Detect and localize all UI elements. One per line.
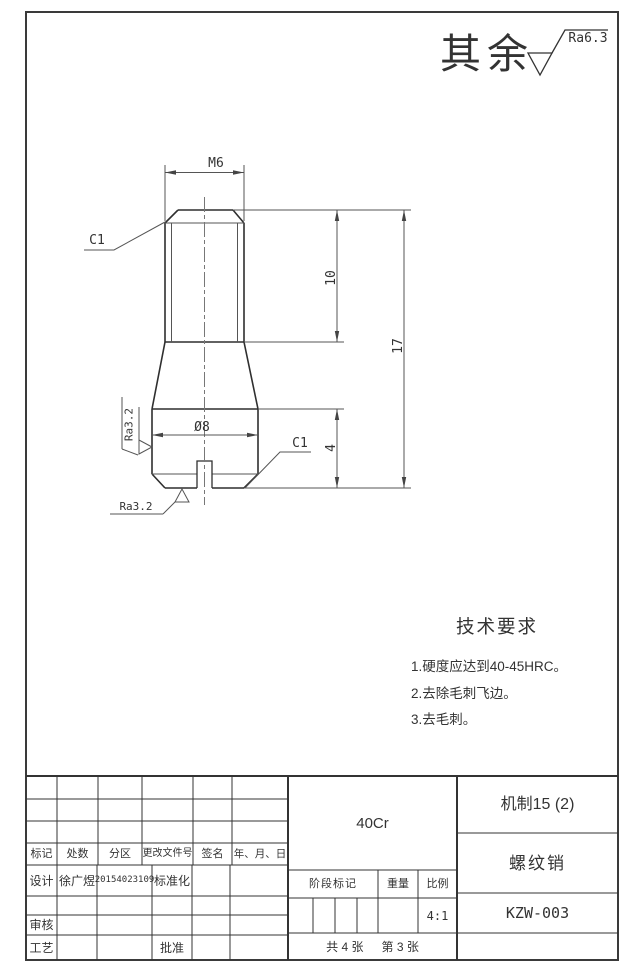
process-label: 工艺: [29, 940, 54, 955]
tech-req-title: 技术要求: [455, 615, 538, 637]
title-block-grid: [26, 775, 618, 960]
tech-req-item-3: 3.去毛刺。: [411, 712, 477, 728]
rev-header-doc-no: 更改文件号: [142, 848, 193, 859]
tech-req-item-1: 1.硬度应达到40-45HRC。: [411, 659, 568, 675]
sheets-total: 共 4 张: [326, 939, 364, 954]
chamfer-top-label: C1: [89, 232, 105, 248]
surface-note-symbol: [526, 29, 608, 77]
dimension-arrowheads: [152, 170, 407, 488]
material-value: 40Cr: [356, 814, 389, 832]
class-name: 机制15 (2): [500, 795, 575, 813]
approval-label: 批准: [159, 940, 184, 955]
chamfer-bottom-label: C1: [292, 435, 308, 451]
dim-head-length: 4: [323, 444, 339, 452]
sheet-count-row: 共 4 张 第 3 张: [288, 933, 457, 960]
sheet-number: 第 3 张: [381, 939, 419, 954]
c1-bottom-leader: [244, 451, 311, 489]
dim-head-diameter: Ø8: [194, 419, 210, 435]
tech-req-item-2: 2.去除毛刺飞边。: [411, 686, 517, 702]
design-label: 设计: [29, 873, 54, 888]
designer-name: 徐广煜: [58, 873, 95, 888]
roughness-bottom-label: Ra3.2: [119, 500, 153, 513]
roughness-symbol-bottom: [110, 487, 190, 515]
part-name: 螺纹销: [509, 853, 566, 873]
scale-value: 4:1: [426, 908, 449, 923]
c1-top-leader: [84, 221, 166, 251]
rev-header-mark: 标记: [30, 847, 53, 860]
dimension-lines: [152, 165, 411, 489]
roughness-side-label: Ra3.2: [122, 407, 136, 442]
drawing-number: KZW-003: [505, 903, 570, 922]
standardization-label: 标准化: [153, 873, 190, 888]
thread-minor-lines: [171, 223, 238, 342]
rev-header-zone: 分区: [109, 847, 131, 860]
rev-header-count: 处数: [66, 847, 89, 860]
roughness-check-icon: [526, 52, 554, 77]
scale-label: 比例: [426, 877, 449, 890]
review-label: 审核: [29, 918, 54, 932]
surface-note-roughness: Ra6.3: [568, 30, 608, 46]
dim-thread: M6: [208, 155, 224, 171]
designer-id: 20154023109: [94, 875, 155, 885]
chamfer-leaders: [84, 221, 311, 489]
stage-mark-label: 阶段标记: [309, 877, 357, 890]
dim-total-length: 17: [390, 338, 406, 354]
surface-note-prefix: 其余: [440, 30, 534, 77]
rev-header-date: 年、月、日: [233, 847, 287, 860]
weight-label: 重量: [387, 877, 409, 890]
sheet-frame: [25, 11, 619, 961]
ext-lines-m6: [164, 165, 245, 221]
roughness-symbol-side: [121, 397, 154, 456]
rev-header-signature: 签名: [201, 847, 224, 860]
dim-thread-length: 10: [323, 270, 339, 286]
